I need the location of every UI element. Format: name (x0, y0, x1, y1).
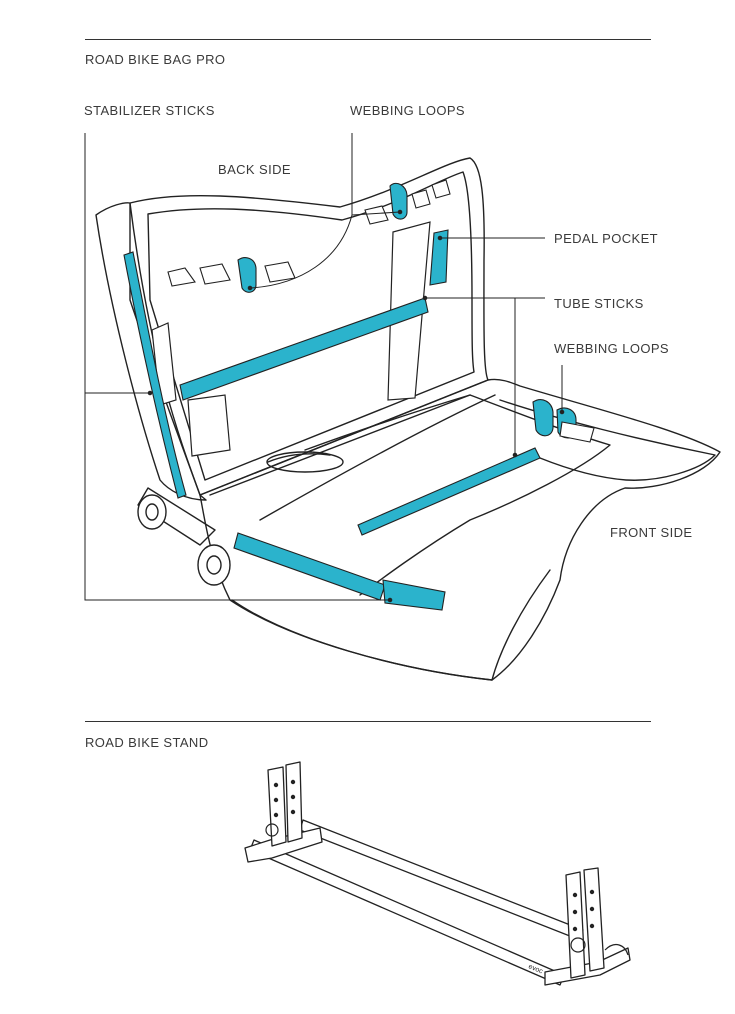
webbing-loop-front-1 (532, 399, 554, 437)
webbing-loop-top-2 (237, 257, 257, 293)
pedal-pocket (429, 229, 449, 286)
bag-section-title: ROAD BIKE BAG PRO (85, 52, 226, 67)
stand-left-upright-2 (285, 761, 303, 843)
webbing-loop-top-1 (389, 182, 408, 220)
stabilizer-leader (84, 133, 390, 601)
bag-back-panel (129, 157, 489, 496)
stand-left-base (244, 827, 323, 863)
tube-stick-upper (179, 297, 429, 401)
tube-sticks-label: TUBE STICKS (554, 296, 644, 311)
webbing-loops-right-label: WEBBING LOOPS (554, 341, 670, 356)
stabilizer-stick-left (123, 251, 187, 499)
stand-section-title: ROAD BIKE STAND (85, 735, 209, 750)
tube-stick-lower (357, 447, 541, 536)
bag-wheels (137, 494, 231, 586)
stand-right-base (544, 947, 631, 986)
webbing-loops-top-label: WEBBING LOOPS (350, 103, 466, 118)
pedal-pocket-label: PEDAL POCKET (554, 231, 659, 246)
webbing-top-leader (249, 133, 353, 289)
middle-divider (85, 721, 651, 722)
stand-right-upright-1 (565, 871, 586, 979)
stabilizer-sticks-label: STABILIZER STICKS (84, 103, 215, 118)
stand-right-upright-2 (583, 867, 605, 972)
stand-left-upright-1 (267, 766, 287, 847)
stabilizer-stick-tab (382, 579, 446, 611)
bag-front-wall (231, 569, 551, 681)
back-side-label: BACK SIDE (218, 162, 291, 177)
top-divider (85, 39, 651, 40)
front-side-label: FRONT SIDE (610, 525, 693, 540)
bag-floor-inner (209, 394, 611, 596)
bag-front-lip (499, 399, 716, 481)
bag-wheel-bracket (137, 487, 216, 546)
